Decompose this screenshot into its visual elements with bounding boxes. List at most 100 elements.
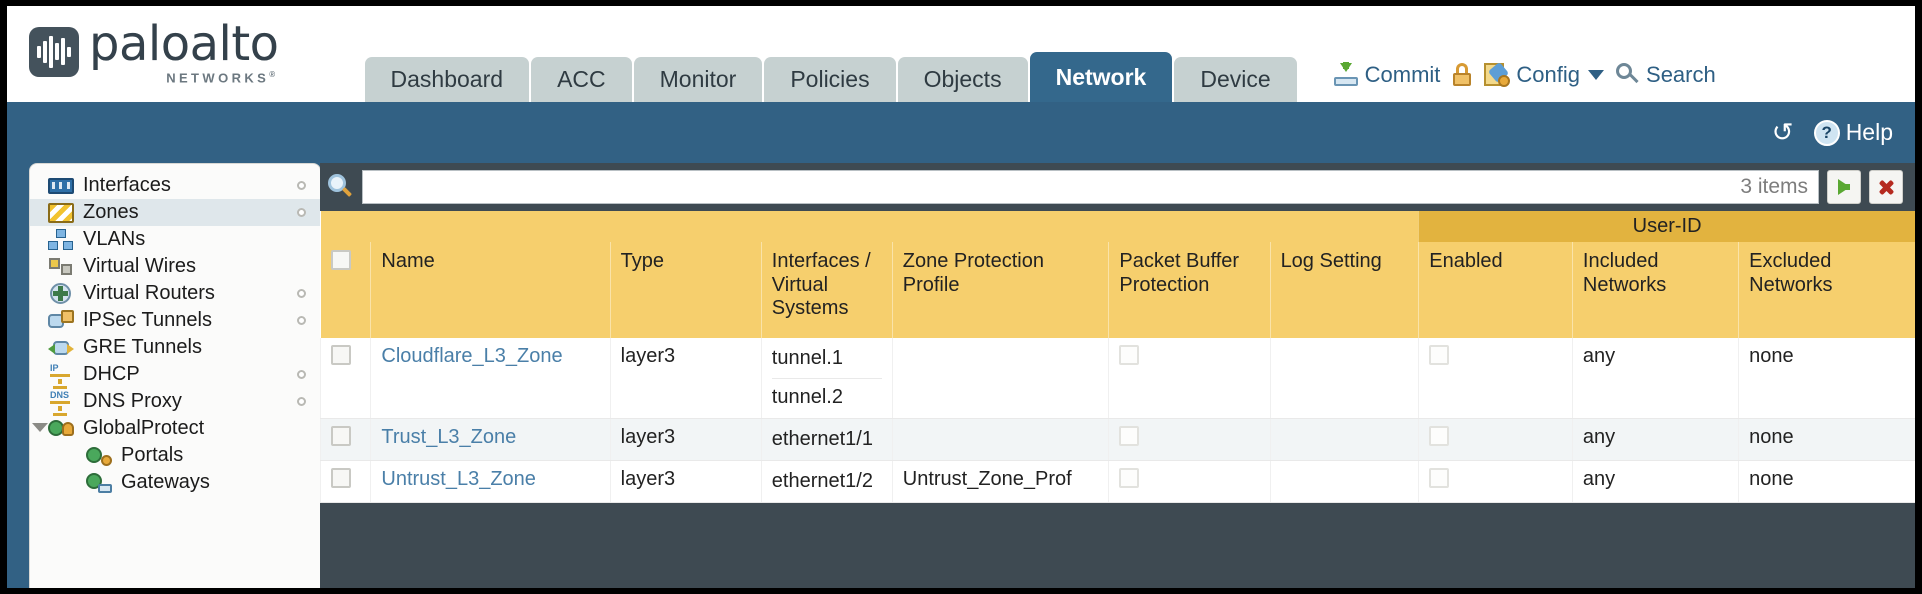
packet-buffer-protection-checkbox[interactable] (1119, 426, 1140, 446)
table-row[interactable]: Untrust_L3_Zone layer3 ethernet1/2 Untru… (319, 460, 1915, 503)
tab-objects[interactable]: Objects (897, 56, 1028, 102)
cell-included-networks: any (1571, 460, 1739, 503)
sidebar: Interfaces Zones VLANs Vir (29, 163, 321, 588)
sidebar-item-virtual-wires[interactable]: Virtual Wires (30, 253, 320, 280)
cell-included-networks: any (1571, 338, 1739, 419)
tab-monitor[interactable]: Monitor (633, 56, 763, 102)
column-header-zone-protection-profile[interactable]: Zone Protection Profile (891, 242, 1109, 338)
row-checkbox[interactable] (331, 468, 351, 488)
gateways-icon (86, 472, 112, 494)
select-all-header (320, 242, 371, 338)
help-icon: ? (1813, 119, 1840, 146)
commit-button[interactable]: Commit (1333, 62, 1441, 88)
cell-interfaces: ethernet1/2 (760, 460, 893, 503)
row-checkbox[interactable] (331, 345, 351, 365)
ipsec-tunnels-icon (48, 309, 74, 332)
chevron-down-icon (1588, 70, 1605, 80)
zones-icon (48, 202, 74, 224)
cell-log-setting (1269, 418, 1419, 461)
tab-acc[interactable]: ACC (531, 56, 632, 102)
packet-buffer-protection-checkbox[interactable] (1119, 345, 1140, 365)
status-dot (297, 289, 306, 298)
refresh-icon[interactable]: ↺ (1771, 116, 1794, 147)
table-row[interactable]: Cloudflare_L3_Zone layer3 tunnel.1 tunne… (319, 338, 1915, 419)
cell-log-setting (1269, 338, 1419, 419)
table-row[interactable]: Trust_L3_Zone layer3 ethernet1/1 (319, 418, 1915, 461)
tab-device[interactable]: Device (1174, 56, 1297, 102)
apply-filter-button[interactable] (1827, 170, 1861, 204)
config-icon (1484, 61, 1511, 87)
main-nav-tabs: Dashboard ACC Monitor Policies Objects N… (364, 51, 1297, 102)
column-header-interfaces-virtual-systems[interactable]: Interfaces / Virtual Systems (760, 242, 893, 338)
sidebar-item-ipsec-tunnels[interactable]: IPSec Tunnels (30, 307, 320, 334)
row-select-cell (319, 338, 371, 419)
help-button[interactable]: ? Help (1813, 119, 1893, 146)
column-header-excluded-networks[interactable]: Excluded Networks (1738, 242, 1915, 338)
cell-name: Cloudflare_L3_Zone (370, 338, 611, 419)
gre-tunnels-icon (48, 337, 74, 359)
zone-link[interactable]: Trust_L3_Zone (381, 426, 517, 448)
column-header-packet-buffer-protection[interactable]: Packet Buffer Protection (1108, 242, 1271, 338)
cell-interfaces: ethernet1/1 (760, 418, 893, 461)
sidebar-item-zones[interactable]: Zones (30, 199, 320, 226)
config-menu[interactable]: Config (1484, 61, 1605, 88)
lock-button[interactable] (1452, 63, 1472, 87)
row-checkbox[interactable] (331, 426, 351, 446)
tab-network[interactable]: Network (1029, 51, 1173, 102)
portals-icon (86, 445, 112, 467)
interface-entry: tunnel.2 (771, 378, 882, 411)
tab-policies[interactable]: Policies (764, 56, 896, 102)
cell-type: layer3 (609, 460, 762, 503)
sidebar-item-interfaces[interactable]: Interfaces (30, 172, 320, 199)
cell-name: Untrust_L3_Zone (370, 460, 611, 503)
group-header-blank (320, 211, 1419, 242)
dns-proxy-icon: DNS (48, 390, 74, 416)
row-select-cell (319, 418, 371, 461)
help-label: Help (1845, 119, 1893, 145)
group-header-userid: User-ID (1418, 211, 1915, 242)
commit-label: Commit (1364, 62, 1441, 87)
sidebar-item-virtual-routers[interactable]: Virtual Routers (30, 280, 320, 307)
cell-packet-buffer-protection (1108, 460, 1271, 503)
status-dot (297, 316, 306, 325)
userid-enabled-checkbox[interactable] (1429, 468, 1450, 488)
expander-collapse-icon[interactable] (32, 423, 48, 432)
tab-dashboard[interactable]: Dashboard (364, 56, 530, 102)
userid-enabled-checkbox[interactable] (1429, 345, 1450, 365)
clear-filter-button[interactable] (1869, 170, 1903, 204)
packet-buffer-protection-checkbox[interactable] (1119, 468, 1140, 488)
interface-entry: tunnel.1 (771, 347, 843, 369)
cell-packet-buffer-protection (1108, 338, 1271, 419)
sidebar-item-dhcp[interactable]: IP DHCP (30, 361, 320, 389)
sidebar-item-globalprotect[interactable]: GlobalProtect (30, 415, 320, 442)
cell-userid-enabled (1418, 338, 1573, 419)
column-header-type[interactable]: Type (609, 242, 762, 338)
sidebar-item-dns-proxy[interactable]: DNS DNS Proxy (30, 388, 320, 416)
search-icon[interactable] (328, 174, 354, 200)
sidebar-item-gre-tunnels[interactable]: GRE Tunnels (30, 334, 320, 361)
select-all-checkbox[interactable] (330, 250, 351, 270)
search-icon (1616, 63, 1640, 87)
column-header-log-setting[interactable]: Log Setting (1269, 242, 1419, 338)
zone-link[interactable]: Untrust_L3_Zone (381, 468, 536, 490)
unlock-icon (1452, 63, 1472, 87)
arrow-right-icon (1838, 179, 1850, 195)
column-header-included-networks[interactable]: Included Networks (1571, 242, 1739, 338)
table-header-row: Name Type Interfaces / Virtual Systems Z… (320, 242, 1915, 338)
sidebar-item-portals[interactable]: Portals (30, 442, 320, 469)
sidebar-item-gateways[interactable]: Gateways (30, 469, 320, 496)
search-button[interactable]: Search (1616, 62, 1716, 88)
column-header-enabled[interactable]: Enabled (1418, 242, 1573, 338)
search-input[interactable]: 3 items (362, 170, 1819, 204)
cell-included-networks: any (1571, 418, 1739, 461)
zone-link[interactable]: Cloudflare_L3_Zone (381, 345, 563, 367)
body-region: Interfaces Zones VLANs Vir (7, 163, 1915, 588)
cell-excluded-networks: none (1738, 338, 1915, 419)
sidebar-item-vlans[interactable]: VLANs (30, 226, 320, 253)
column-header-name[interactable]: Name (370, 242, 611, 338)
userid-enabled-checkbox[interactable] (1429, 426, 1450, 446)
cell-zone-protection-profile: Untrust_Zone_Prof (891, 460, 1109, 503)
zones-table: User-ID Name Type Interfaces / Virtual S… (319, 211, 1915, 503)
secondary-bar: ↺ ? Help (7, 102, 1915, 163)
cell-packet-buffer-protection (1108, 418, 1271, 461)
